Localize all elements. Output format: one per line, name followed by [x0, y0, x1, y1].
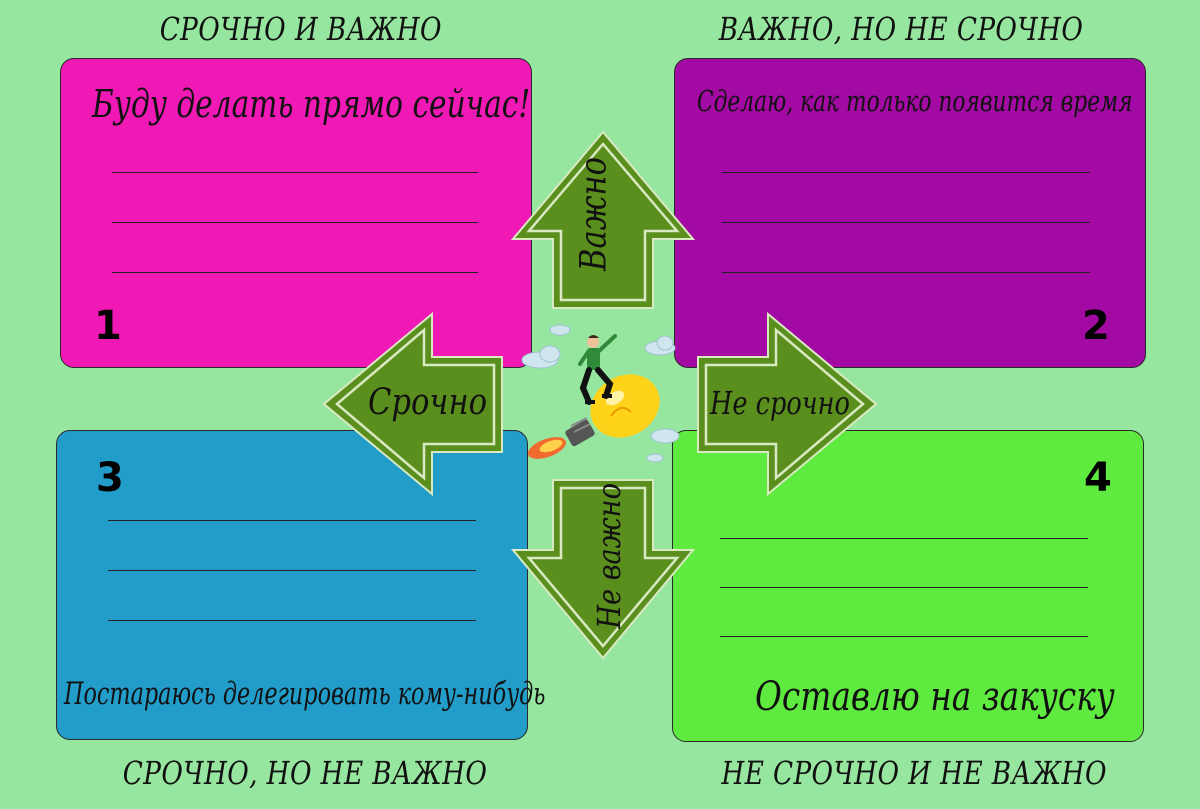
quadrant-4-line — [720, 587, 1088, 588]
quadrant-1-number: 1 — [94, 303, 122, 349]
quadrant-3-title: Постараюсь делегировать кому-нибудь — [64, 676, 546, 712]
quadrant-1-title: Буду делать прямо сейчас! — [92, 82, 531, 126]
quadrant-1-box — [60, 58, 532, 368]
quadrant-4-box — [672, 430, 1144, 742]
quadrant-4-line — [720, 636, 1088, 637]
not-important-arrow-label: Не важно — [590, 483, 628, 629]
quadrant-3-line — [108, 620, 476, 621]
not-urgent-right-arrow-icon — [697, 311, 878, 497]
quadrant-1-line — [112, 222, 478, 223]
not-urgent-arrow-label: Не срочно — [710, 384, 850, 422]
urgent-left-arrow-icon — [322, 311, 503, 497]
quadrant-2-title: Сделаю, как только появится время — [697, 84, 1133, 118]
quadrant-2-box — [674, 58, 1146, 368]
quadrant-4-title: Оставлю на закуску — [755, 674, 1115, 720]
quadrant-4-line — [720, 538, 1088, 539]
not-important-down-arrow-icon — [510, 479, 696, 660]
quadrant-3-line — [108, 520, 476, 521]
important-arrow-label: Важно — [573, 156, 615, 271]
quadrant-2-line — [722, 222, 1090, 223]
heading-not-urgent-not-important: НЕ СРОЧНО И НЕ ВАЖНО — [721, 754, 1107, 792]
heading-urgent-important: СРОЧНО И ВАЖНО — [159, 10, 442, 48]
quadrant-1-line — [112, 272, 478, 273]
man-on-rocket-lightbulb-icon — [521, 324, 680, 463]
urgent-arrow-label: Срочно — [368, 382, 488, 423]
quadrant-2-number: 2 — [1082, 303, 1110, 349]
quadrant-1-line — [112, 172, 478, 173]
important-up-arrow-icon — [510, 130, 696, 309]
heading-important-not-urgent: ВАЖНО, НО НЕ СРОЧНО — [718, 10, 1084, 48]
quadrant-2-line — [722, 272, 1090, 273]
quadrant-4-number: 4 — [1084, 455, 1112, 501]
quadrant-3-line — [108, 570, 476, 571]
quadrant-3-box — [56, 430, 528, 740]
quadrant-3-number: 3 — [96, 455, 124, 501]
quadrant-2-line — [722, 172, 1090, 173]
heading-urgent-not-important: СРОЧНО, НО НЕ ВАЖНО — [122, 754, 488, 792]
